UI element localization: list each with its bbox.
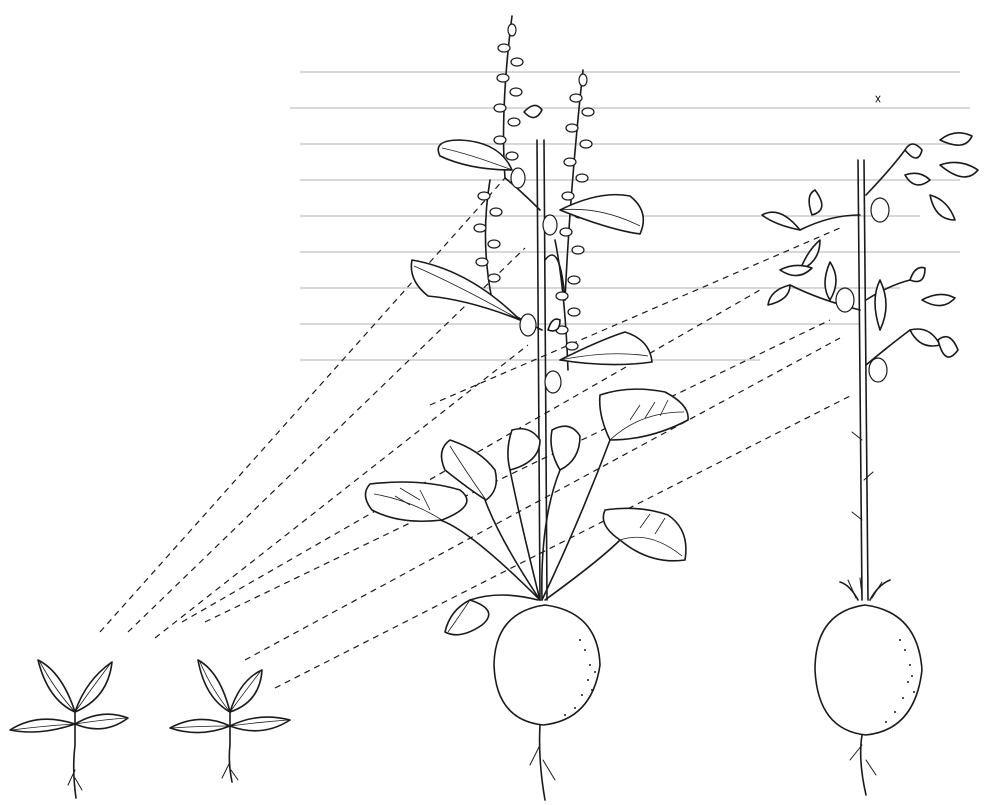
rosette-leaf-upper-right: [600, 389, 688, 440]
stray-mark: [876, 96, 880, 102]
rosette-leaf-right: [603, 508, 686, 560]
regrowth-leaf-5: [910, 268, 925, 282]
seedling-2: [170, 660, 290, 782]
flower-spike-2: [565, 70, 583, 300]
bract-leaf-2: [560, 195, 643, 234]
dashed-line-8: [430, 228, 840, 405]
cut-back-beet: [762, 133, 978, 795]
dashed-line-5: [205, 320, 830, 622]
rosette-leaf-left: [365, 482, 466, 521]
rosette-leaf-center: [508, 429, 540, 470]
regrowth-leaf-3: [940, 162, 978, 176]
regrowth-leaf-1: [905, 144, 922, 158]
seedling-1: [10, 660, 128, 798]
beet-root-left: [494, 605, 600, 725]
dashed-line-1: [100, 178, 505, 632]
regrowth-leaf-4: [762, 212, 800, 230]
beet-root-right: [815, 605, 922, 735]
dashed-line-2: [128, 248, 525, 632]
flowering-beet: [365, 16, 688, 800]
rosette-leaves: [365, 389, 688, 635]
